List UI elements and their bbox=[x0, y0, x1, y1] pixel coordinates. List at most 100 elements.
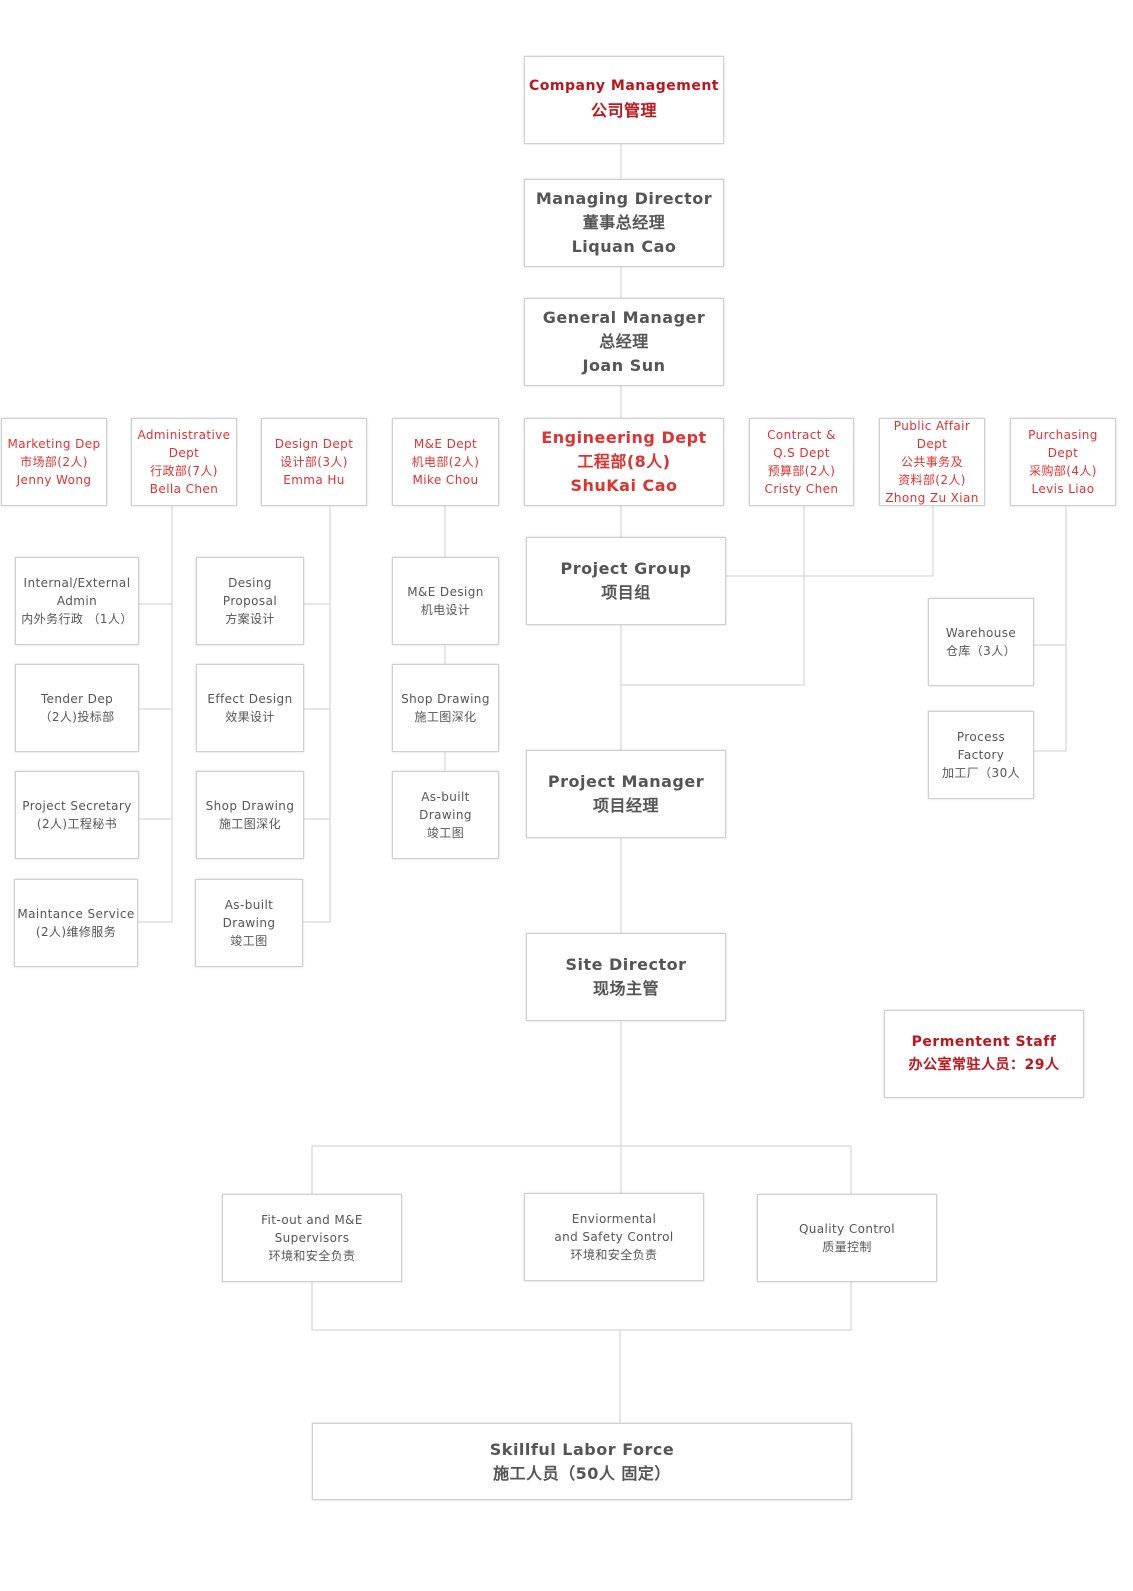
me-dept-box: M&E Dept 机电部(2人) Mike Chou bbox=[392, 418, 499, 506]
tender-dep-box: Tender Dep （2人)投标部 bbox=[15, 664, 139, 752]
node-text-line: 公司管理 bbox=[590, 101, 657, 120]
environmental-safety-control-box: Enviormental and Safety Control 环境和安全负责 bbox=[524, 1193, 704, 1281]
site-director-box: Site Director 现场主管 bbox=[526, 933, 726, 1021]
node-text-line: Purchasing bbox=[1028, 428, 1098, 442]
node-text-line: 环境和安全负责 bbox=[268, 1249, 356, 1263]
company-management-box: Company Management 公司管理 bbox=[524, 56, 724, 144]
node-text-line: Project Group bbox=[560, 559, 692, 578]
node-text-line: 施工人员（50人 固定） bbox=[493, 1463, 671, 1483]
node-text-line: 环境和安全负责 bbox=[570, 1248, 658, 1262]
node-text-line: Effect Design bbox=[207, 692, 293, 706]
node-text-line: 施工图深化 bbox=[218, 817, 281, 831]
node-text-line: As-built bbox=[224, 898, 274, 912]
node-text-line: 竣工图 bbox=[426, 826, 465, 840]
node-text-line: Zhong Zu Xian bbox=[885, 491, 979, 505]
node-text-line: Admin bbox=[56, 594, 98, 608]
node-text-line: Mike Chou bbox=[412, 473, 479, 487]
node-text-line: Cristy Chen bbox=[764, 482, 839, 496]
node-text-line: Site Director bbox=[565, 955, 687, 974]
node-text-line: 方案设计 bbox=[225, 612, 275, 626]
permanent-staff-box: Permentent Staff 办公室常驻人员：29人 bbox=[884, 1010, 1084, 1098]
node-text-line: Liquan Cao bbox=[571, 237, 677, 256]
me-shop-drawing-box: Shop Drawing 施工图深化 bbox=[392, 664, 499, 752]
node-text-line: As-built bbox=[421, 790, 470, 804]
node-text-line: 行政部(7人) bbox=[150, 464, 218, 478]
project-group-box: Project Group 项目组 bbox=[526, 537, 726, 625]
node-text-line: Bella Chen bbox=[149, 482, 219, 496]
node-text-line: Contract & bbox=[767, 428, 836, 442]
node-text-line: 内外务行政 （1人） bbox=[21, 612, 133, 626]
node-text-line: 项目经理 bbox=[592, 796, 659, 815]
node-text-line: 董事总经理 bbox=[582, 213, 666, 232]
node-text-line: General Manager bbox=[542, 308, 706, 327]
node-text-line: Fit-out and M&E bbox=[261, 1213, 363, 1227]
node-text-line: 总经理 bbox=[599, 332, 649, 351]
node-text-line: Proposal bbox=[222, 594, 278, 608]
node-text-line: 采购部(4人) bbox=[1029, 464, 1097, 478]
node-text-line: 资料部(2人) bbox=[898, 473, 966, 487]
node-text-line: （2人)投标部 bbox=[39, 710, 115, 724]
connector-line bbox=[311, 1282, 852, 1331]
node-text-line: Enviormental bbox=[571, 1212, 657, 1226]
node-text-line: 公共事务及 bbox=[900, 455, 963, 469]
node-text-line: Drawing bbox=[222, 916, 276, 930]
node-text-line: Tender Dep bbox=[40, 692, 114, 706]
node-text-line: Engineering Dept bbox=[541, 428, 707, 447]
node-text-line: Q.S Dept bbox=[773, 446, 830, 460]
node-text-line: M&E Dept bbox=[413, 437, 478, 451]
node-text-line: Joan Sun bbox=[582, 356, 666, 375]
node-text-line: 办公室常驻人员：29人 bbox=[908, 1057, 1060, 1073]
node-text-line: ShuKai Cao bbox=[570, 476, 678, 495]
node-text-line: Dept bbox=[1047, 446, 1079, 460]
node-text-line: Desing bbox=[228, 576, 272, 590]
node-text-line: Jenny Wong bbox=[16, 473, 92, 487]
node-text-line: Factory bbox=[957, 748, 1005, 762]
node-text-line: 施工图深化 bbox=[414, 710, 477, 724]
node-text-line: M&E Design bbox=[407, 585, 484, 599]
node-text-line: Company Management bbox=[529, 78, 719, 94]
node-text-line: 市场部(2人) bbox=[20, 455, 88, 469]
connector-line bbox=[1034, 506, 1067, 752]
node-text-line: Shop Drawing bbox=[205, 799, 295, 813]
engineering-dept-box: Engineering Dept 工程部(8人) ShuKai Cao bbox=[524, 418, 724, 506]
connector-line bbox=[620, 506, 805, 686]
node-text-line: Shop Drawing bbox=[401, 692, 490, 706]
node-text-line: Process bbox=[956, 730, 1006, 744]
node-text-line: Internal/External bbox=[23, 576, 131, 590]
node-text-line: Permentent Staff bbox=[911, 1034, 1057, 1050]
node-text-line: Dept bbox=[168, 446, 200, 460]
node-text-line: Managing Director bbox=[535, 189, 713, 208]
node-text-line: 项目组 bbox=[601, 583, 651, 602]
node-text-line: Administrative bbox=[137, 428, 231, 442]
node-text-line: Emma Hu bbox=[283, 473, 345, 487]
node-text-line: Project Secretary bbox=[22, 799, 132, 813]
node-text-line: 设计部(3人) bbox=[280, 455, 348, 469]
node-text-line: 机电部(2人) bbox=[411, 455, 480, 469]
node-text-line: Supervisors bbox=[274, 1231, 350, 1245]
node-text-line: and Safety Control bbox=[554, 1230, 674, 1244]
node-text-line: 加工厂（30人 bbox=[941, 766, 1021, 780]
node-text-line: 工程部(8人) bbox=[577, 452, 671, 471]
node-text-line: Levis Liao bbox=[1031, 482, 1095, 496]
node-text-line: Drawing bbox=[419, 808, 472, 822]
node-text-line: Design Dept bbox=[274, 437, 354, 451]
general-manager-box: General Manager 总经理 Joan Sun bbox=[524, 298, 724, 386]
node-text-line: (2人)维修服务 bbox=[35, 925, 117, 939]
node-text-line: 现场主管 bbox=[592, 979, 659, 998]
node-text-line: Public Affair bbox=[893, 419, 971, 433]
